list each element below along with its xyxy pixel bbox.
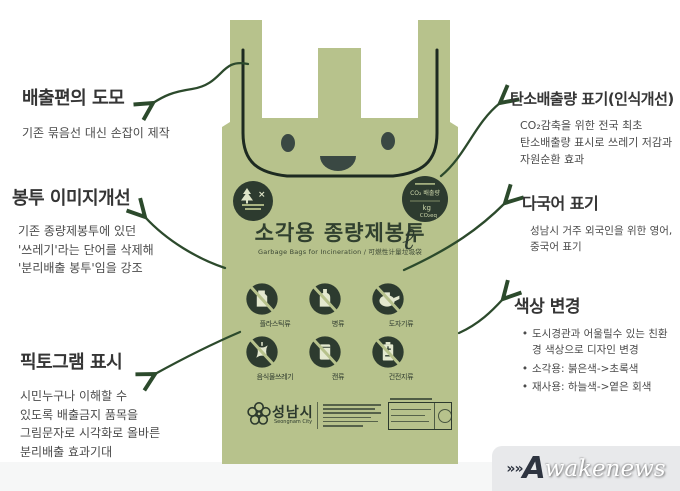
callout-text: 자원순환 효과 — [520, 153, 585, 167]
footer-form-caption — [390, 398, 432, 400]
callout-text: 시민누구나 이해할 수 — [20, 389, 127, 403]
x-mark: × — [258, 190, 266, 200]
tree-badge: × — [233, 181, 273, 221]
callout-pictogram: 픽토그램 표시 시민누구나 이해할 수 있도록 배출금지 품목을 그림문자로 시… — [20, 348, 160, 461]
face-mouth — [320, 156, 356, 171]
bag-title: 소각용 종량제봉투 — [254, 221, 426, 245]
can-icon — [309, 336, 341, 368]
watermark-initial: A — [522, 450, 546, 486]
callout-text: '쓰레기'라는 단어를 삭제해 — [18, 242, 154, 257]
bullet-item: • 재사용: 하늘색->옅은 회색 — [518, 380, 676, 396]
bullet-text: 소각용: 붉은색->초록색 — [532, 362, 639, 375]
pictogram-bottle: 병류 — [306, 280, 370, 329]
co2-badge: CO₂ 배출량 kg CO₂eq — [402, 176, 448, 222]
callout-carbon-label: 탄소배출량 표기(인식개선) CO₂감축을 위한 전국 최초 탄소배출량 표시로… — [510, 88, 674, 168]
footer-fine-print — [323, 404, 381, 429]
callout-title: 색상 변경 — [514, 297, 580, 317]
callout-title: 봉투 이미지개선 — [12, 188, 131, 209]
footer-sale-form — [388, 402, 452, 430]
pictogram-label: 건전지류 — [388, 373, 414, 381]
pictogram-label: 캔류 — [331, 373, 345, 381]
pictogram-plastic: 플라스틱류 — [243, 280, 307, 329]
callout-text: '분리배출 봉투'임을 강조 — [18, 261, 143, 276]
co2-badge-kg: kg — [423, 204, 432, 212]
pictogram-ceramics: 도자기류 — [369, 280, 433, 329]
pictogram-label: 도자기류 — [388, 320, 414, 328]
bullet-glyph: • — [521, 328, 529, 340]
callout-multilingual: 다국어 표기 성남시 거주 외국인을 위한 영어, 중국어 표기 — [522, 190, 678, 256]
pictogram-batteries: 건전지류 — [369, 333, 433, 382]
apple-core-icon — [246, 336, 278, 368]
pictogram-food-waste: 음식물쓰레기 — [243, 333, 307, 382]
watermark-text: wakenews — [544, 455, 666, 482]
bag-subtitle: Garbage Bags for Incineration / 可燃性计量垃圾袋 — [258, 248, 422, 256]
callout-title: 다국어 표기 — [522, 194, 599, 213]
chevron-icon: » — [514, 460, 523, 477]
co2-badge-title: CO₂ 배출량 — [410, 189, 440, 197]
plastic-jug-icon — [246, 283, 278, 315]
city-name-en: Seongnam City — [274, 419, 313, 425]
chevron-icon: » — [506, 460, 515, 477]
stamp-circle-icon — [438, 409, 452, 423]
callout-title: 픽토그램 표시 — [20, 352, 123, 373]
bullet-item: • 소각용: 붉은색->초록색 — [518, 362, 676, 378]
callout-title: 탄소배출량 표기(인식개선) — [510, 90, 674, 108]
bullet-glyph: • — [521, 381, 529, 394]
callout-text: 기존 묶음선 대신 손잡이 제작 — [22, 126, 170, 140]
pictogram-label: 플라스틱류 — [259, 320, 291, 328]
teapot-icon — [372, 283, 404, 315]
awakenews-watermark: » » A wakenews — [492, 446, 680, 491]
pictogram-cans: 캔류 — [306, 333, 370, 382]
liter-mark: ℓ — [402, 222, 415, 257]
face-right-eye — [381, 132, 395, 150]
bullet-text: 도시경관과 어울릴수 있는 친환경 색상으로 디자인 변경 — [532, 328, 668, 356]
tree-icon — [241, 188, 253, 204]
face-left-eye — [281, 134, 295, 152]
callout-text: 있도록 배출금지 품목을 — [20, 407, 139, 422]
pictogram-label: 병류 — [331, 320, 345, 328]
handle-cut-line — [241, 48, 439, 178]
bullet-text: 재사용: 하늘색->옅은 회색 — [532, 381, 652, 394]
bottle-icon — [309, 283, 341, 315]
callout-bag-image: 봉투 이미지개선 기존 종량제봉투에 있던 '쓰레기'라는 단어를 삭제해 '분… — [12, 184, 154, 278]
callout-text: 성남시 거주 외국인을 위한 영어, 중국어 표기 — [530, 225, 673, 254]
callout-text: 그림문자로 시각화로 올바른 — [20, 426, 161, 441]
bullet-item: • 도시경관과 어울릴수 있는 친환경 색상으로 디자인 변경 — [518, 327, 676, 359]
footer-divider — [317, 402, 318, 429]
callout-text: 분리배출 효과기대 — [20, 444, 113, 459]
seongnam-emblem-icon — [247, 401, 271, 425]
callout-color-change: 색상 변경 • 도시경관과 어울릴수 있는 친환경 색상으로 디자인 변경 • … — [514, 292, 676, 399]
pictogram-label: 음식물쓰레기 — [256, 373, 294, 381]
callout-text: 기존 종량제봉투에 있던 — [18, 224, 137, 238]
city-name-kr: 성남시 — [272, 405, 314, 421]
callout-text: 탄소배출량 표시로 쓰레기 저감과 — [520, 136, 673, 150]
callout-title: 배출편의 도모 — [22, 88, 125, 109]
callout-discharge-convenience: 배출편의 도모 기존 묶음선 대신 손잡이 제작 — [22, 84, 170, 143]
callout-text: CO₂감축을 위한 전국 최초 — [520, 119, 643, 132]
bullet-glyph: • — [521, 362, 529, 375]
battery-icon — [372, 336, 404, 368]
